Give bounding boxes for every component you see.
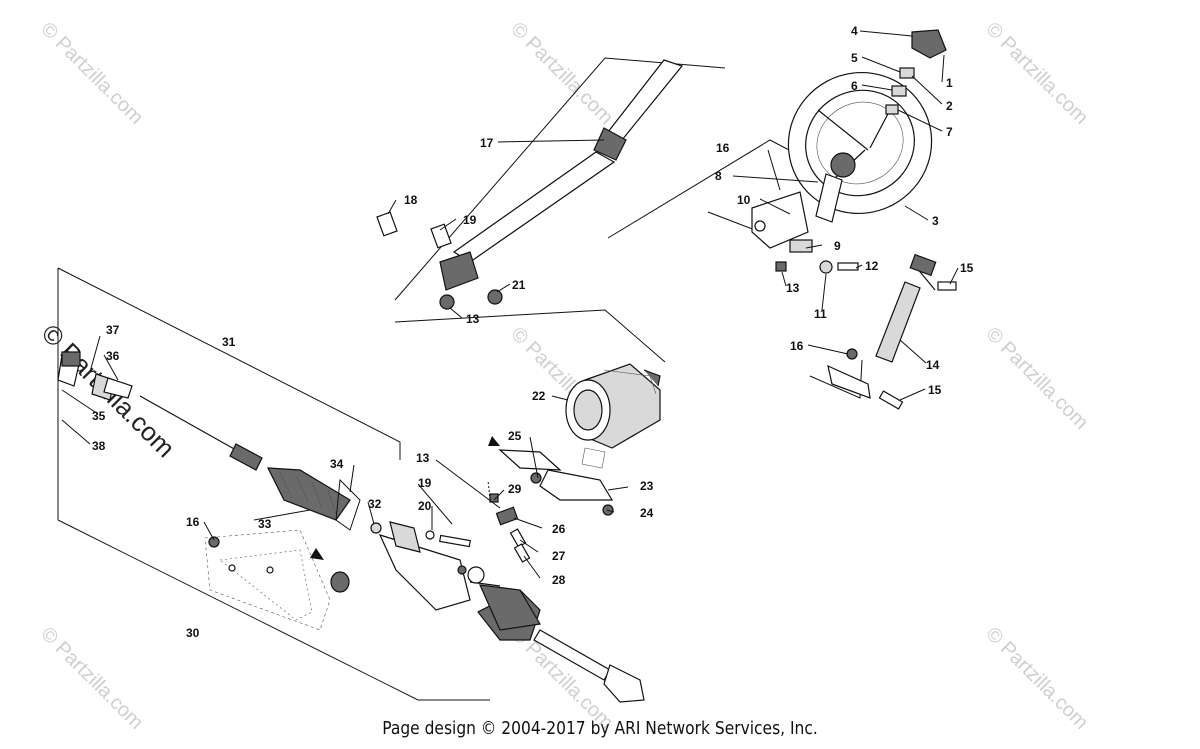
bolt-icon [775,260,859,274]
bolt-icon [487,479,531,563]
callout-28: 28 [552,573,566,587]
callout-34: 34 [330,457,344,471]
callout-19: 19 [418,476,432,490]
steering-column-icon [751,173,843,253]
callout-8: 8 [715,169,722,183]
tie-rod-icon [57,351,263,471]
callout-15: 15 [928,383,942,397]
group-outlines [57,57,863,701]
leader-lines [61,30,959,579]
callout-2: 2 [946,99,953,113]
callout-11: 11 [814,307,827,321]
callout-10: 10 [737,193,751,207]
callout-38: 38 [92,439,106,453]
callout-7: 7 [946,125,953,139]
callout-9: 9 [834,239,841,253]
callout-23: 23 [640,479,654,493]
steering-shaft-icon [376,59,684,310]
callout-6: 6 [851,79,858,93]
cap-icon [911,29,947,59]
callout-13: 13 [786,281,800,295]
arrow-markers [310,436,500,560]
callout-16: 16 [186,515,200,529]
callout-33: 33 [258,517,272,531]
callout-37: 37 [106,323,120,337]
callout-29: 29 [508,482,522,496]
callout-4: 4 [851,24,858,38]
watermark-text: © Partzilla.com [506,18,617,129]
callout-31: 31 [222,335,236,349]
callout-36: 36 [106,349,120,363]
callout-1: 1 [946,76,953,90]
power-steering-unit-icon [565,363,661,449]
steering-wheel-icon [787,71,933,215]
page-footer: Page design © 2004-2017 by ARI Network S… [382,718,818,739]
callout-18: 18 [404,193,418,207]
callout-12: 12 [865,259,879,273]
callout-3: 3 [932,214,939,228]
watermark-text: © Partzilla.com [36,18,147,129]
callout-27: 27 [552,549,566,563]
callout-15: 15 [960,261,974,275]
rack-and-pinion-icon [378,521,645,703]
watermark-text: © Partzilla.com [981,323,1092,434]
callout-21: 21 [512,278,526,292]
callout-26: 26 [552,522,566,536]
callout-20: 20 [418,499,432,513]
callout-24: 24 [640,506,654,520]
nut-icon [885,67,915,115]
callouts: 1 2 3 4 5 6 7 8 9 10 11 12 13 13 13 14 1… [92,24,974,640]
callout-16: 16 [790,339,804,353]
watermark-text: © Partzilla.com [981,18,1092,129]
steering-damper-icon [827,253,957,410]
callout-14: 14 [926,358,940,372]
callout-16: 16 [716,141,730,155]
callout-35: 35 [92,409,106,423]
callout-5: 5 [851,51,858,65]
callout-13: 13 [466,312,480,326]
callout-22: 22 [532,389,546,403]
callout-19: 19 [463,213,477,227]
callout-13: 13 [416,451,430,465]
bracket-icon [204,529,350,631]
callout-25: 25 [508,429,522,443]
boot-icon [266,467,541,631]
callout-30: 30 [186,626,200,640]
callout-32: 32 [368,497,382,511]
callout-17: 17 [480,136,494,150]
